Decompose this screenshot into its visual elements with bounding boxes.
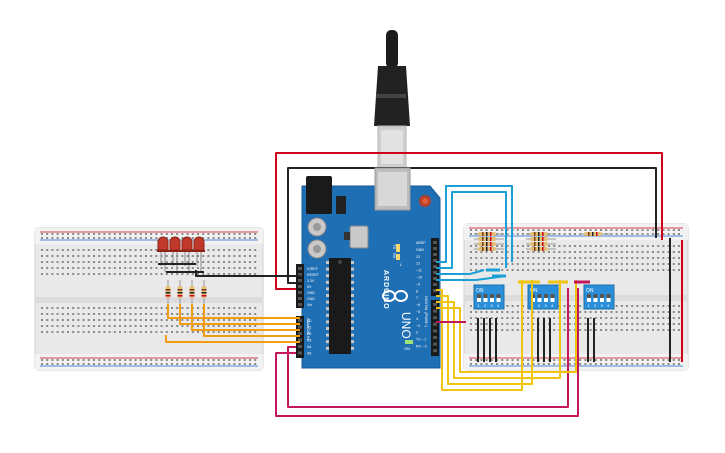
digital-pin-label-13: 2	[416, 331, 418, 335]
digital-pin-label-9: ~6	[416, 303, 420, 307]
analog-pin-label-0: A0	[307, 319, 311, 323]
analog-pin-label-2: A2	[307, 332, 311, 336]
digital-pin-label-1: GND	[416, 248, 424, 252]
dip-on-label: ON	[586, 288, 594, 294]
power-pin-label-2: 3.3V	[307, 279, 315, 283]
digital-pin-label-10: ~5	[416, 310, 420, 314]
digital-pin-label-12: ~3	[416, 324, 420, 328]
dip-position-label: 2	[538, 303, 541, 308]
analog-pin-label-4: A4	[307, 345, 311, 349]
power-pin-label-0: IOREF	[307, 267, 319, 271]
l-label: L	[400, 262, 403, 267]
dip-position-label: 1	[478, 303, 481, 308]
digital-pin-label-8: 7	[416, 296, 418, 300]
arduino-model: UNO	[399, 312, 413, 339]
digital-pin-label-5: ~10	[416, 276, 422, 280]
dip-position-label: 1	[588, 303, 591, 308]
left-breadboard-holes	[41, 233, 257, 365]
rx-label: RX	[392, 253, 397, 259]
dip-position-label: 3	[545, 303, 548, 308]
dip-on-label: ON	[476, 288, 484, 294]
power-pin-label-4: GND	[307, 291, 315, 295]
digital-pin-label-7: 8	[416, 289, 418, 293]
digital-pin-label-6: ~9	[416, 282, 420, 286]
led	[193, 236, 205, 251]
dip-position-label: 2	[594, 303, 597, 308]
led	[157, 236, 169, 251]
led	[181, 236, 193, 251]
on-label: ON	[404, 346, 410, 351]
analog-pin-label-5: A5	[307, 352, 311, 356]
analog-pin-label-1: A1	[307, 326, 311, 330]
digital-pin-label-2: 13	[416, 255, 420, 259]
tx-label: TX	[392, 244, 397, 249]
digital-pin-label-11: 4	[416, 317, 418, 321]
digital-pin-label-0: AREF	[416, 241, 426, 245]
left-components	[157, 236, 207, 306]
left-breadboard	[34, 227, 264, 371]
power-pin-label-1: RESET	[307, 273, 320, 277]
digital-header-label: DIGITAL (PWM~)	[424, 296, 429, 328]
wires-foreground	[165, 185, 590, 391]
usb-cable	[374, 30, 410, 169]
arduino-brand: ARDUINO	[382, 270, 389, 310]
led	[169, 236, 181, 251]
dip-position-label: 2	[484, 303, 487, 308]
dip-on-label: ON	[530, 288, 538, 294]
power-pin-label-3: 5V	[307, 285, 312, 289]
digital-pin-label-14: TX→1	[416, 338, 426, 342]
dip-position-label: 3	[601, 303, 604, 308]
digital-pin-label-15: RX←0	[416, 345, 427, 349]
wires-background	[275, 152, 663, 417]
digital-pin-label-3: 12	[416, 262, 420, 266]
analog-header-label: ANALOG IN	[306, 318, 311, 340]
analog-pin-label-3: A3	[307, 339, 311, 343]
power-pin-label-5: GND	[307, 297, 315, 301]
power-pin-label-6: Vin	[307, 303, 312, 307]
arduino-uno: ARDUINO UNO DIGITAL (PWM~) ANALOG IN TX …	[296, 167, 441, 369]
digital-pin-label-4: ~11	[416, 269, 422, 273]
dip-position-label: 4	[551, 303, 554, 308]
dip-position-label: 3	[491, 303, 494, 308]
dip-position-label: 4	[607, 303, 610, 308]
dip-position-label: 4	[497, 303, 500, 308]
